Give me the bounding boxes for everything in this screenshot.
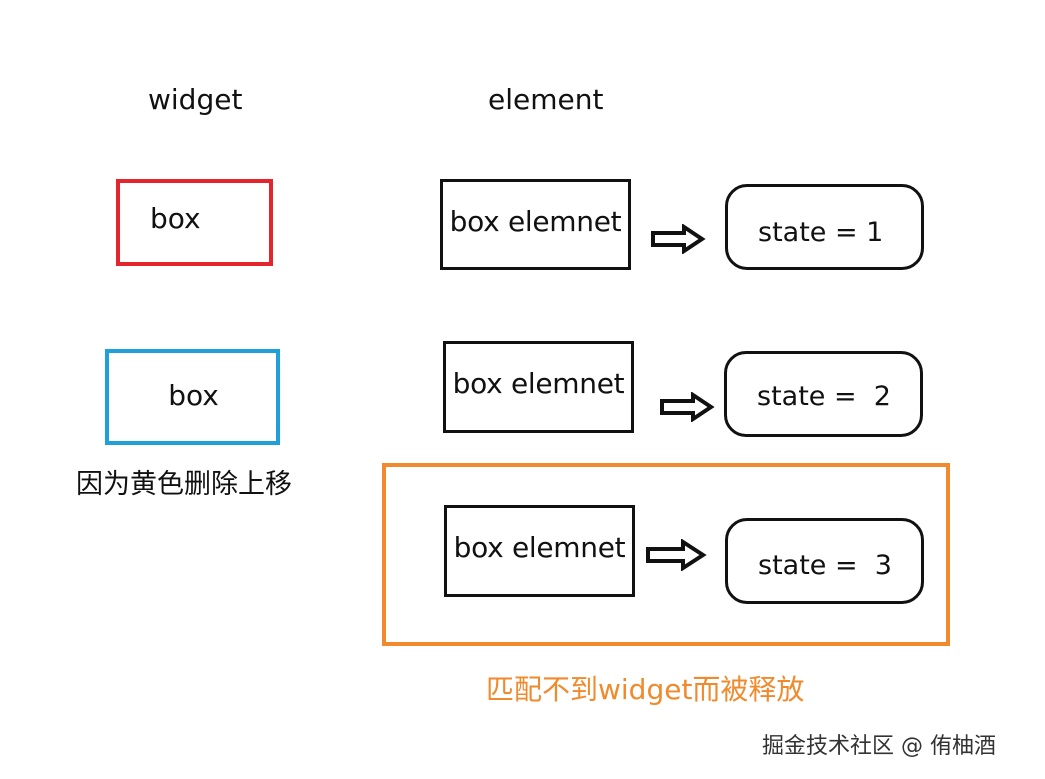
element-box-label: box elemnet: [449, 205, 622, 238]
state-label: state = 2: [757, 380, 891, 412]
element-box-label: box elemnet: [452, 366, 625, 400]
watermark: 掘金技术社区 @ 侑柚酒: [762, 734, 996, 759]
state-box-1: state = 1: [725, 184, 924, 270]
element-box-2: box elemnet: [443, 341, 634, 433]
element-box-label: box elemnet: [453, 530, 626, 564]
hollow-right-arrow-icon: [659, 392, 719, 424]
state-box-2: state = 2: [724, 351, 923, 437]
hollow-right-arrow-icon: [650, 224, 710, 256]
released-element-frame: [382, 463, 950, 646]
state-box-3: state = 3: [725, 518, 924, 604]
released-note: 匹配不到widget而被释放: [486, 673, 805, 706]
widget-column-heading: widget: [148, 83, 243, 116]
hollow-right-arrow-icon: [645, 539, 707, 571]
element-box-1: box elemnet: [440, 179, 631, 270]
widget-box-blue: box: [105, 349, 280, 445]
element-column-heading: element: [488, 83, 604, 116]
element-box-3: box elemnet: [444, 505, 635, 597]
widget-box-red: box: [116, 179, 273, 266]
widget-move-note: 因为黄色删除上移: [76, 469, 292, 500]
widget-box-label: box: [150, 202, 201, 235]
state-label: state = 1: [758, 216, 884, 248]
widget-box-label: box: [168, 378, 219, 412]
state-label: state = 3: [758, 549, 892, 581]
